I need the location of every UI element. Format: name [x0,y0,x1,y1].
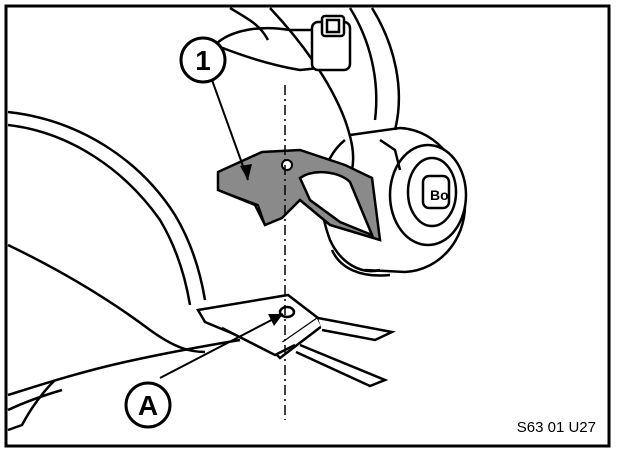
mounting-hole [278,305,296,319]
leader-arrow-A [268,314,283,326]
reference-code: S63 01 U27 [517,419,596,436]
callout-1-label: 1 [195,45,211,76]
body-panel [7,110,241,432]
callout-A: A [124,313,284,429]
callout-A-label: A [138,390,158,421]
callout-1-circle [179,36,227,84]
callout-A-circle [124,381,172,429]
bracket [216,148,382,242]
leader-line-1 [211,79,249,181]
leader-line-A [159,313,284,379]
lamp-housing: Bo [214,6,468,277]
leader-arrow-1 [240,164,252,180]
callout-1: 1 [179,36,252,181]
svg-text:Bo: Bo [430,187,449,203]
figure-frame [4,4,611,448]
mounting-plate [196,293,397,388]
